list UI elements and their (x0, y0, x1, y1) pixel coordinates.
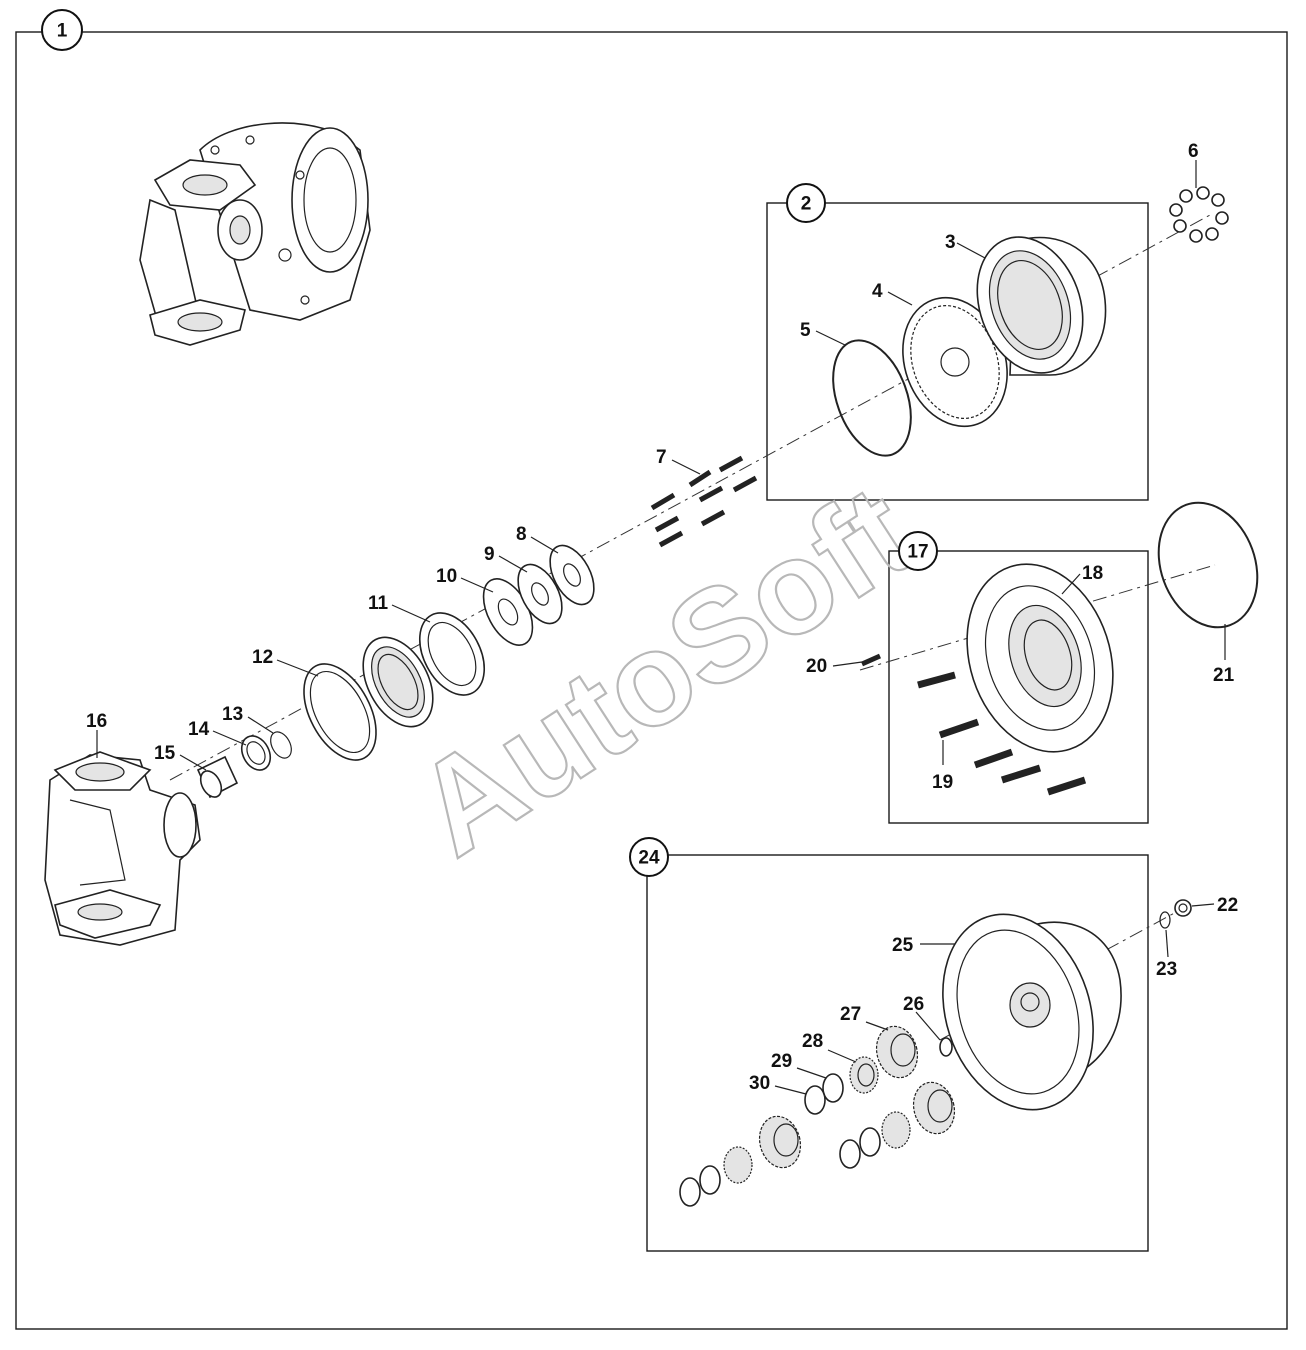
callout-18: 18 (1082, 563, 1103, 584)
callout-13: 13 (222, 704, 243, 725)
group-badge-2: 2 (786, 183, 826, 223)
group-badge-17: 17 (898, 531, 938, 571)
callout-4: 4 (872, 281, 883, 302)
plate-8-drawing (549, 544, 595, 606)
washer-23-drawing (1159, 911, 1171, 929)
thrust-washer-26-drawing (939, 1037, 953, 1057)
spacer-14-drawing (240, 735, 272, 771)
wheel-studs-19-drawing (917, 671, 1087, 796)
callout-7: 7 (656, 447, 667, 468)
planet-gear-lower-drawing (839, 1081, 956, 1169)
callout-12: 12 (252, 647, 273, 668)
bearing-cone-drawing (362, 636, 434, 728)
group-17-frame (888, 550, 1149, 824)
callout-11: 11 (368, 593, 389, 614)
snap-ring-30-drawing (804, 1085, 826, 1115)
callout-16: 16 (86, 711, 107, 732)
ring-13-drawing (270, 731, 292, 759)
callout-27: 27 (840, 1004, 861, 1025)
group-badge-24: 24 (629, 837, 669, 877)
svg-text:17: 17 (907, 542, 928, 563)
callout-22: 22 (1217, 895, 1238, 916)
group-badge-1: 1 (41, 9, 83, 51)
ring-29-drawing (822, 1073, 844, 1103)
hub-axis (859, 564, 1216, 671)
plate-9-drawing (517, 563, 563, 625)
callout-25: 25 (892, 935, 914, 956)
planet-gear-left-drawing (679, 1115, 802, 1207)
planet-housing-25-drawing (942, 913, 1122, 1111)
snap-ring-5-drawing (832, 339, 912, 457)
screw-20-drawing (860, 653, 882, 667)
bushing-15-drawing (196, 755, 239, 799)
group-24-frame (646, 854, 1149, 1252)
callout-26: 26 (903, 994, 924, 1015)
callout-3: 3 (945, 232, 956, 253)
svg-text:24: 24 (638, 848, 660, 869)
knuckle-assembly-drawing (139, 122, 371, 346)
callout-19: 19 (932, 772, 953, 793)
group-1-frame (15, 31, 1288, 1330)
bearing-11-drawing (418, 612, 486, 696)
callout-29: 29 (771, 1051, 792, 1072)
ring-gear-3-drawing (976, 236, 1107, 376)
callout-23: 23 (1156, 959, 1177, 980)
callout-30: 30 (749, 1073, 770, 1094)
callout-20: 20 (806, 656, 827, 677)
callout-6: 6 (1188, 141, 1199, 162)
svg-text:2: 2 (801, 194, 812, 215)
planet-gear-27-drawing (875, 1025, 919, 1079)
wheel-hub-18-drawing (966, 563, 1114, 753)
group-2-frame (766, 202, 1149, 501)
callout-9: 9 (484, 544, 495, 565)
seal-12-drawing (303, 663, 377, 761)
callout-10: 10 (436, 566, 457, 587)
callout-28: 28 (802, 1031, 823, 1052)
svg-text:1: 1 (57, 21, 68, 42)
callout-14: 14 (188, 719, 210, 740)
o-ring-21-drawing (1157, 501, 1259, 629)
bearing-28-drawing (849, 1056, 879, 1094)
nuts-6-drawing (1169, 186, 1229, 243)
callout-5: 5 (800, 320, 811, 341)
callout-21: 21 (1213, 665, 1235, 686)
leader-lines (96, 160, 1226, 1095)
plug-22-drawing (1174, 899, 1192, 917)
knuckle-drawing (44, 751, 201, 946)
callout-15: 15 (154, 743, 176, 764)
callout-8: 8 (516, 524, 527, 545)
studs-7-drawing (650, 455, 758, 548)
